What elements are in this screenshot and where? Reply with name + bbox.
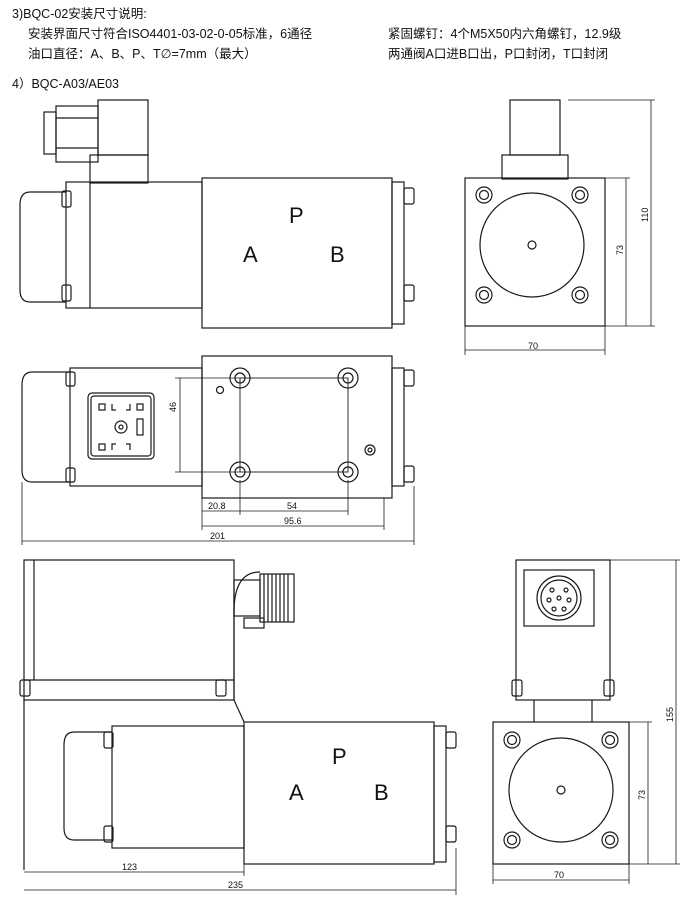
spec-port-diameter: 油口直径：A、B、P、T∅=7mm（最大） — [28, 47, 257, 61]
side-dims-top — [464, 99, 655, 355]
dim-offset-left: 20.8 — [208, 501, 226, 511]
spec-heading: 3)BQC-02安装尺寸说明: — [12, 7, 147, 21]
front-view-bottom — [19, 559, 457, 870]
port-label-a-bottom: A — [289, 780, 304, 805]
dim-overall-length-bottom: 235 — [228, 880, 243, 890]
spec-flow: 两通阀A口进B口出，P口封闭，T口封闭 — [388, 47, 609, 61]
dim-body-length: 95.6 — [284, 516, 302, 526]
port-label-p: P — [289, 203, 304, 228]
dim-height-inner-bottom: 73 — [637, 790, 647, 800]
section-title: 4）BQC-A03/AE03 — [12, 77, 119, 91]
side-view-top — [464, 99, 606, 327]
dim-overall-length: 201 — [210, 531, 225, 541]
port-label-a: A — [243, 242, 258, 267]
dim-coil-length: 123 — [122, 862, 137, 872]
dim-height-inner-top: 73 — [615, 245, 625, 255]
connector-plug — [43, 99, 149, 184]
valve-body — [201, 177, 415, 329]
spec-screws: 紧固螺钉：4个M5X50内六角螺钉，12.9级 — [388, 27, 622, 41]
port-label-b-bottom: B — [374, 780, 389, 805]
plan-dims — [21, 377, 415, 545]
coil — [19, 181, 203, 309]
front-view-top — [19, 99, 415, 329]
spec-mounting-standard: 安装界面尺寸符合ISO4401-03-02-0-05标准，6通径 — [28, 27, 313, 41]
dim-width-top: 70 — [528, 341, 538, 351]
plan-view — [21, 355, 415, 499]
dim-height-outer-top: 110 — [640, 208, 650, 222]
bottom-dims — [24, 848, 457, 895]
port-label-p-bottom: P — [332, 744, 347, 769]
dim-width-bottom: 70 — [554, 870, 564, 880]
dim-pitch-horizontal: 54 — [287, 501, 297, 511]
dim-pitch-vertical: 46 — [168, 402, 178, 412]
side-view-bottom — [492, 559, 630, 865]
port-label-b: B — [330, 242, 345, 267]
dim-height-outer-bottom: 155 — [665, 707, 675, 722]
side-dims-bottom — [492, 559, 680, 884]
